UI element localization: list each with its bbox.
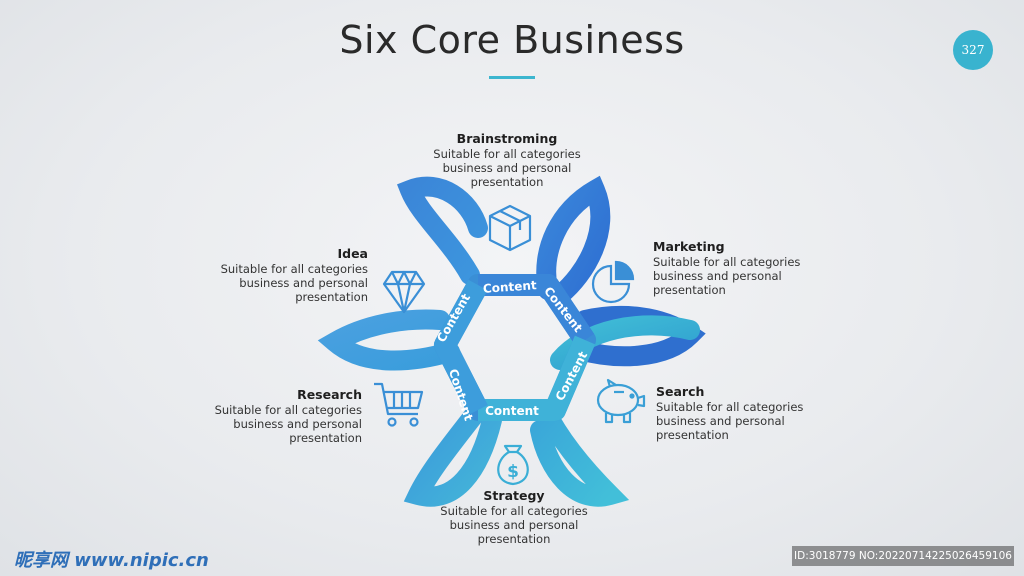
shopping-cart-icon [374, 382, 424, 427]
item-desc-line: presentation [653, 283, 726, 297]
item-desc-line: business and personal [656, 414, 785, 428]
item-heading: Marketing [653, 239, 725, 254]
item-marketing: Marketing Suitable for all categories bu… [653, 239, 853, 298]
inner-ring [434, 274, 596, 421]
item-strategy: Strategy Suitable for all categories bus… [407, 488, 621, 547]
item-desc-line: business and personal [442, 161, 572, 175]
watermark-logo: 昵享网 www.nipic.cn [14, 550, 209, 571]
item-desc-line: presentation [656, 428, 729, 442]
petal-left [317, 309, 460, 371]
item-desc-line: business and personal [233, 417, 362, 431]
item-desc-line: business and personal [449, 518, 579, 532]
petal-top-right [536, 175, 611, 305]
item-search: Search Suitable for all categories busin… [656, 384, 856, 443]
item-heading: Brainstroming [456, 131, 558, 146]
item-desc-line: Suitable for all categories [440, 504, 588, 518]
money-bag-icon: $ [497, 444, 529, 486]
item-desc-line: Suitable for all categories [656, 400, 804, 414]
item-brainstorming: Brainstroming Suitable for all categorie… [400, 131, 614, 190]
item-desc-line: business and personal [653, 269, 782, 283]
item-research: Research Suitable for all categories bus… [160, 387, 362, 446]
item-heading: Idea [337, 246, 368, 261]
item-desc-line: presentation [295, 290, 368, 304]
ring-label-bottom: Content [485, 404, 539, 418]
item-desc-line: Suitable for all categories [214, 403, 362, 417]
petal-top-left [396, 176, 488, 285]
piggy-bank-icon [596, 378, 646, 424]
svg-text:$: $ [507, 462, 519, 482]
diamond-icon [382, 270, 426, 314]
item-desc-line: business and personal [239, 276, 368, 290]
pie-chart-icon [591, 260, 635, 304]
item-desc-line: presentation [470, 175, 544, 189]
ring-label-top: Content [482, 278, 537, 296]
item-desc-line: Suitable for all categories [220, 262, 368, 276]
item-heading: Search [656, 384, 705, 399]
item-heading: Strategy [483, 488, 545, 503]
item-desc-line: Suitable for all categories [433, 147, 581, 161]
item-desc-line: Suitable for all categories [653, 255, 801, 269]
title-underline [489, 76, 535, 79]
item-desc-line: presentation [289, 431, 362, 445]
petal-bottom-right [530, 400, 630, 507]
item-idea: Idea Suitable for all categories busines… [166, 246, 368, 305]
page-number-badge: 327 [953, 30, 993, 70]
item-desc-line: presentation [477, 532, 551, 546]
watermark-id: ID:3018779 NO:20220714225026459106 [792, 546, 1014, 566]
page-title: Six Core Business [339, 18, 685, 62]
petal-bottom-left [403, 400, 502, 507]
item-heading: Research [297, 387, 362, 402]
box-icon [488, 204, 532, 252]
